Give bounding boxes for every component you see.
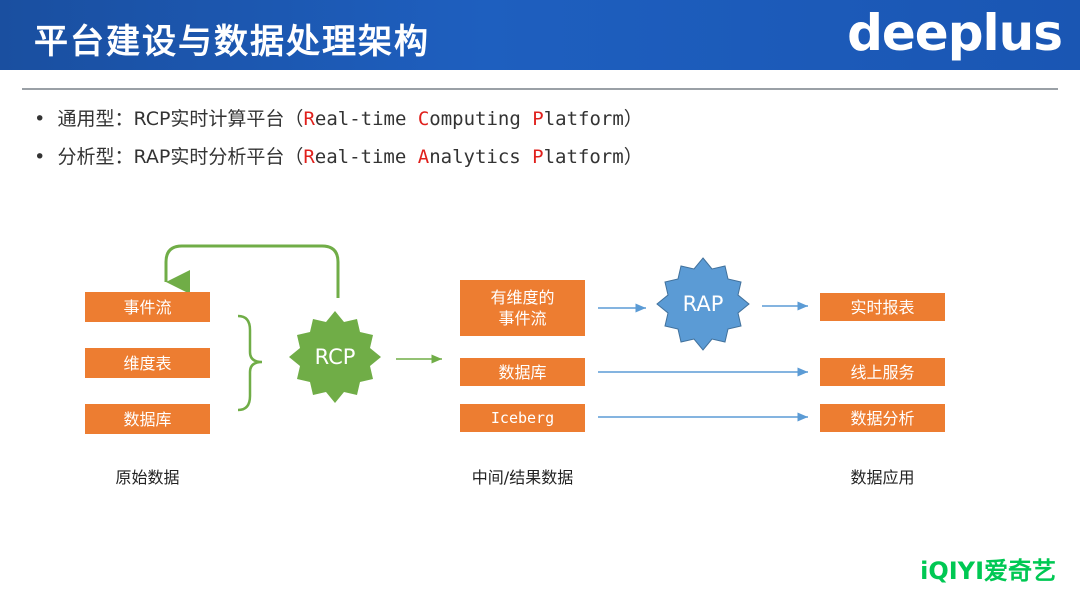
source-caption: 原始数据	[115, 468, 180, 487]
middle-box-dimensional-events: 有维度的 事件流	[460, 280, 585, 336]
source-box-event-stream: 事件流	[85, 292, 210, 322]
bullet-dot-icon: •	[34, 146, 46, 168]
rap-badge	[656, 257, 750, 351]
app-box-realtime-report: 实时报表	[820, 293, 945, 321]
app-box-data-analysis: 数据分析	[820, 404, 945, 432]
bullet-rap: •分析型：RAP实时分析平台（Real-time Analytics Platf…	[34, 146, 643, 168]
feedback-loop-arrow	[164, 244, 340, 298]
grouping-brace	[237, 314, 263, 412]
middle-caption: 中间/结果数据	[471, 468, 574, 487]
slide-title: 平台建设与数据处理架构	[34, 22, 430, 62]
bullet-dot-icon: •	[34, 108, 46, 130]
rap-label: RAP	[682, 292, 724, 316]
rcp-label: RCP	[314, 345, 356, 369]
middle-box-database: 数据库	[460, 358, 585, 386]
app-box-online-service: 线上服务	[820, 358, 945, 386]
source-box-database: 数据库	[85, 404, 210, 434]
source-box-dimension-table: 维度表	[85, 348, 210, 378]
middle-box-iceberg: Iceberg	[460, 404, 585, 432]
iqiyi-logo: iQIYI爱奇艺	[920, 557, 1056, 585]
rcp-badge	[289, 311, 381, 403]
deeplus-logo: deeplus	[847, 4, 1063, 62]
app-caption: 数据应用	[850, 468, 915, 487]
header-divider	[22, 88, 1058, 90]
bullet-rcp: •通用型：RCP实时计算平台（Real-time Computing Platf…	[34, 108, 643, 130]
header-bar: 平台建设与数据处理架构 deeplus	[0, 0, 1080, 70]
